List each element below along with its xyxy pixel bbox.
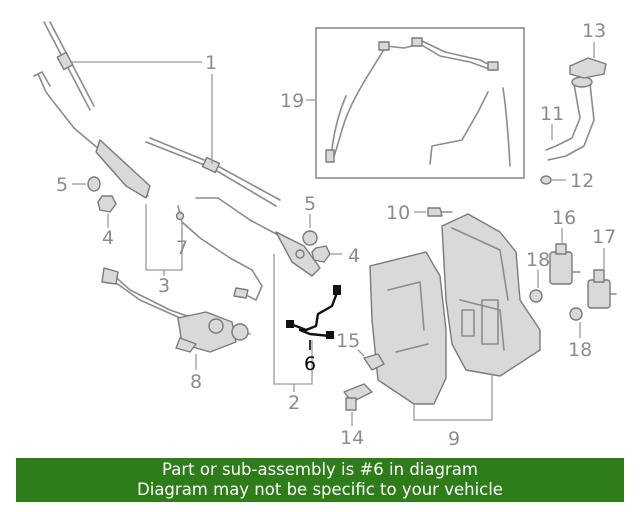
callout-18-upper: 18	[526, 249, 550, 271]
wiper-arm-right	[195, 197, 321, 277]
nut-4-right	[311, 245, 331, 263]
callout-4-left: 4	[102, 227, 114, 249]
washer-pump-17	[587, 269, 617, 309]
callout-12: 12	[570, 170, 594, 192]
wiper-blade-left	[43, 21, 95, 111]
callout-1: 1	[205, 52, 217, 74]
wiper-blade-right	[145, 137, 281, 207]
callout-7: 7	[176, 237, 188, 259]
callout-9: 9	[448, 428, 460, 450]
callout-10: 10	[386, 202, 410, 224]
callout-2: 2	[288, 392, 300, 414]
callout-19: 19	[280, 90, 304, 112]
callout-13: 13	[582, 20, 606, 42]
connector-14	[343, 383, 373, 411]
seal-12	[540, 175, 552, 185]
callout-8: 8	[190, 371, 202, 393]
callout-15: 15	[336, 330, 360, 352]
grommet-5-right	[302, 230, 318, 246]
nut-4-left	[97, 195, 117, 213]
callout-5-left: 5	[56, 174, 68, 196]
grommet-18-upper	[529, 289, 543, 303]
callout-18-lower: 18	[568, 339, 592, 361]
inset-box-19	[315, 27, 525, 179]
grommet-18-lower	[569, 307, 583, 321]
leader-lines	[70, 42, 605, 426]
info-banner: Part or sub-assembly is #6 in diagram Di…	[16, 458, 624, 502]
clip-15	[363, 353, 385, 371]
banner-line-part: Part or sub-assembly is #6 in diagram	[162, 460, 478, 479]
callout-16: 16	[552, 207, 576, 229]
washer-pump-16	[549, 243, 581, 285]
callout-17: 17	[592, 226, 616, 248]
bolt-10	[427, 207, 453, 217]
callout-6: 6	[304, 353, 316, 375]
washer-hose-6	[286, 285, 341, 339]
callout-4-right: 4	[348, 245, 360, 267]
wiper-arm-left	[33, 71, 151, 199]
filler-neck-11	[545, 76, 595, 161]
washer-reservoir-9	[369, 213, 541, 405]
washer-hose-19	[325, 37, 511, 167]
callout-14: 14	[340, 427, 364, 449]
callout-5-right: 5	[304, 193, 316, 215]
banner-line-disclaimer: Diagram may not be specific to your vehi…	[137, 480, 503, 499]
grommet-5-left	[87, 176, 101, 192]
callout-3: 3	[158, 275, 170, 297]
callout-11: 11	[540, 103, 564, 125]
wiper-linkage-8	[101, 267, 251, 353]
washer-hose-7	[175, 205, 263, 301]
filler-cap-13	[569, 57, 607, 79]
